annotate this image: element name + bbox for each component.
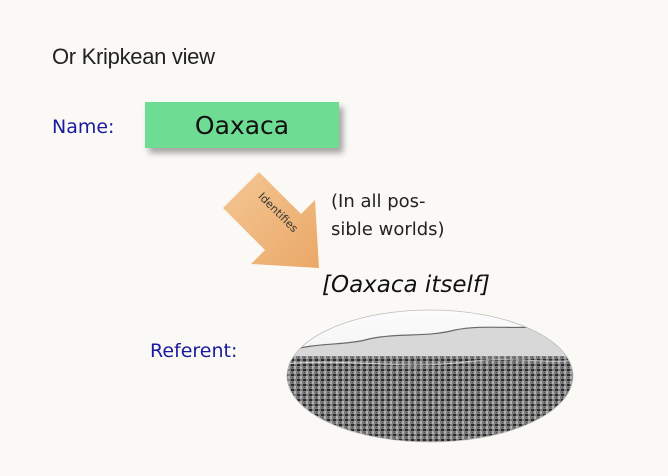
referent-label: Referent: xyxy=(150,340,238,362)
name-value: Oaxaca xyxy=(194,110,290,140)
possible-worlds-note: (In all pos- sible worlds) xyxy=(331,188,445,244)
note-line-2: sible worlds) xyxy=(331,219,445,240)
referent-title: [Oaxaca itself] xyxy=(322,272,490,298)
identifies-arrow xyxy=(223,172,319,268)
oaxaca-city-photo xyxy=(286,309,574,443)
arrow-shape xyxy=(223,172,319,268)
name-label: Name: xyxy=(52,116,115,138)
note-line-1: (In all pos- xyxy=(331,191,426,212)
slide-title: Or Kripkean view xyxy=(52,44,215,69)
name-box: Oaxaca xyxy=(145,102,339,148)
